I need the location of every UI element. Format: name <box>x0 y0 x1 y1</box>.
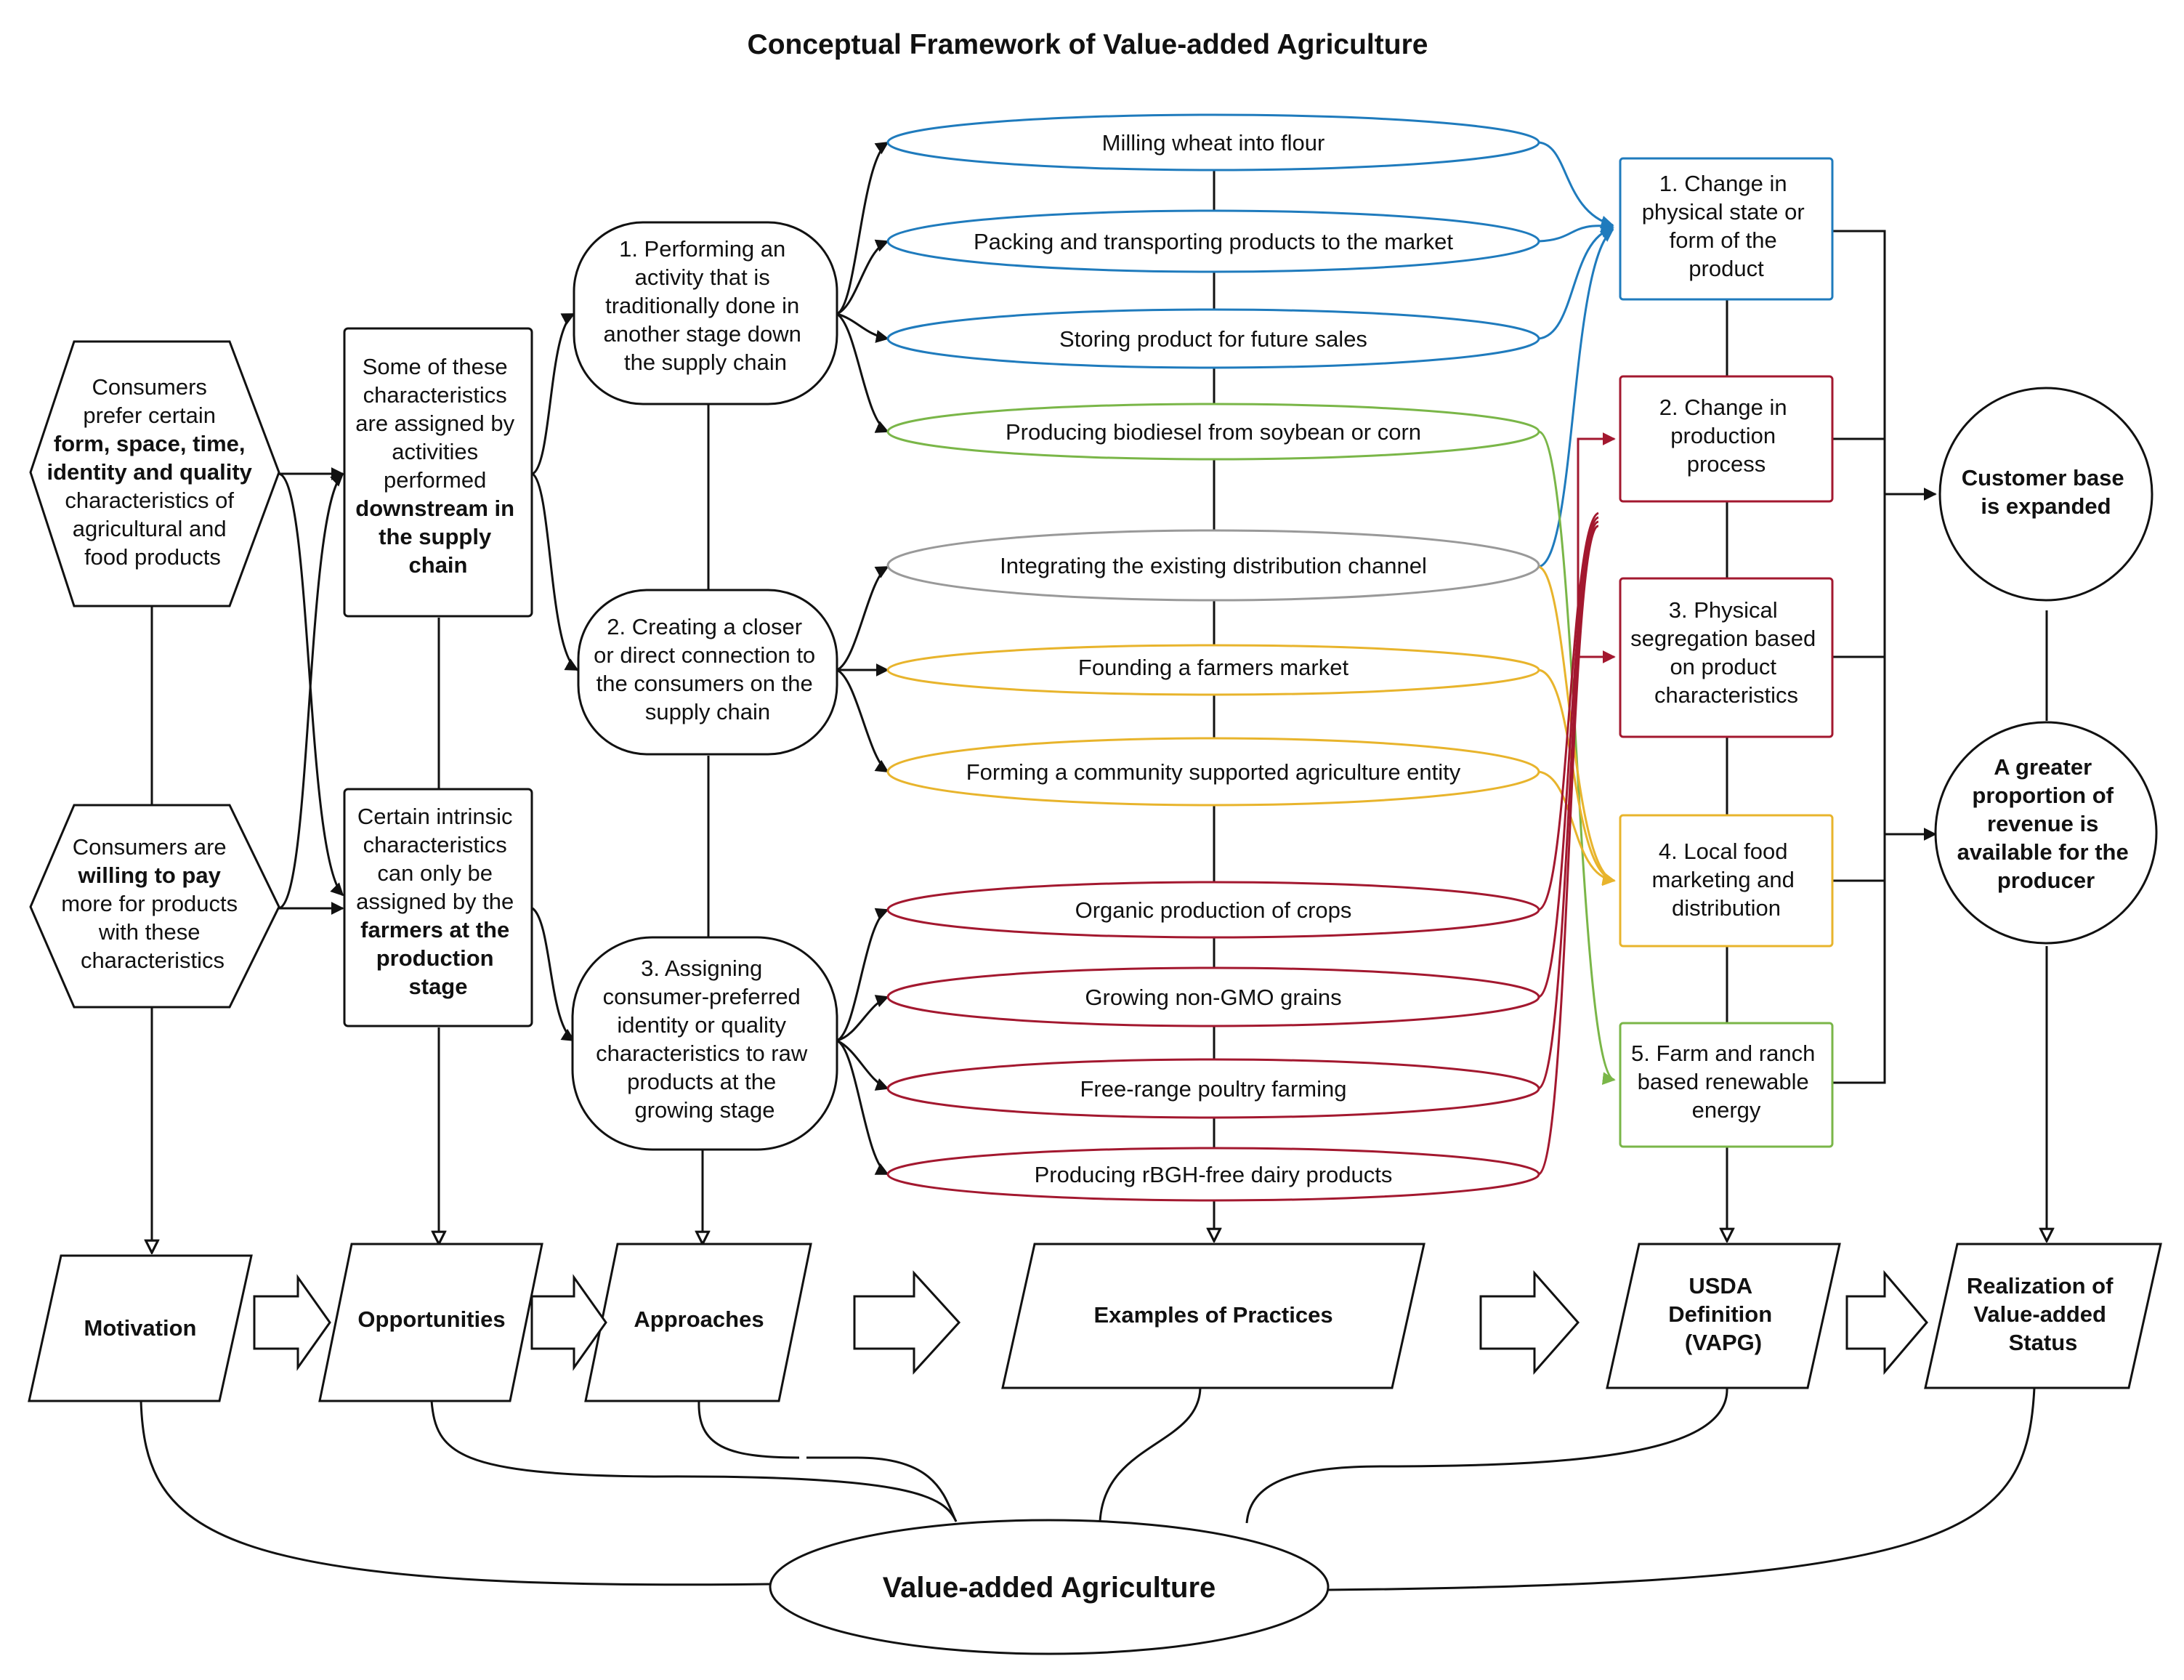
svg-text:Milling wheat into flour: Milling wheat into flour <box>1102 130 1325 156</box>
svg-text:3. Physical segregation: 3. Physical segregation based on product… <box>1630 597 1822 708</box>
hexagon-text: Consumers prefer certain form, space, ti… <box>46 374 258 570</box>
box-text: Certain intrinsic characteristics can on… <box>356 804 520 999</box>
category-usda-definition: USDA Definition (VAPG) <box>1606 1243 1841 1389</box>
category-approaches: Approaches <box>584 1243 812 1402</box>
approach-2-node: 2. Creating a closer or direct connectio… <box>577 589 838 756</box>
usda-box-5: 5. Farm and ranch based renewable energy <box>1619 1022 1834 1148</box>
svg-text:Producing rBGH-free dairy prod: Producing rBGH-free dairy products <box>1035 1162 1393 1187</box>
category-opportunities: Opportunities <box>318 1243 543 1402</box>
approach-1-node: 1. Performing an activity that is tradit… <box>573 221 838 405</box>
svg-text:Growing non-GMO grains: Growing non-GMO grains <box>1085 985 1341 1010</box>
flow-arrow-icon <box>1479 1270 1580 1375</box>
svg-text:1. Change in physical st: 1. Change in physical state or form of t… <box>1642 171 1811 281</box>
category-realization: Realization of Value-added Status <box>1924 1243 2162 1389</box>
usda-box-1: 1. Change in physical state or form of t… <box>1619 157 1834 301</box>
motivation-pay-hexagon: Consumers are willing to pay more for pr… <box>29 804 280 1009</box>
svg-text:4. Local food marketing: 4. Local food marketing and distribution <box>1651 839 1800 921</box>
svg-text:Realization of Value-add: Realization of Value-added Status <box>1967 1273 2119 1355</box>
colored-connectors <box>1538 141 1616 1176</box>
usda-box-2: 2. Change in production process <box>1619 375 1834 503</box>
opportunity-intrinsic-box: Certain intrinsic characteristics can on… <box>343 788 533 1027</box>
practice-storing: Storing product for future sales <box>886 308 1540 369</box>
category-examples-of-practices: Examples of Practices <box>1001 1243 1425 1389</box>
hexagon-text: Consumers are willing to pay more for pr… <box>61 834 244 973</box>
approach-text: 3. Assigning consumer-preferred identity… <box>596 956 814 1123</box>
svg-text:Storing product for future sal: Storing product for future sales <box>1059 326 1367 352</box>
svg-text:Organic production of crops: Organic production of crops <box>1075 897 1352 923</box>
approach-3-node: 3. Assigning consumer-preferred identity… <box>571 936 838 1151</box>
category-motivation: Motivation <box>28 1254 253 1402</box>
outcome-customer-base: Customer base is expanded <box>1938 387 2153 602</box>
practice-packing: Packing and transporting products to the… <box>886 209 1540 273</box>
practice-free-range: Free-range poultry farming <box>886 1058 1540 1119</box>
opportunity-downstream-box: Some of these characteristics are assign… <box>343 327 533 618</box>
svg-text:Founding a farmers market: Founding a farmers market <box>1078 655 1349 680</box>
box-text: Some of these characteristics are assign… <box>355 354 521 578</box>
usda-box-4: 4. Local food marketing and distribution <box>1619 814 1834 948</box>
practice-non-gmo: Growing non-GMO grains <box>886 966 1540 1027</box>
flow-arrows <box>253 1269 1928 1376</box>
svg-text:Free-range poultry farming: Free-range poultry farming <box>1080 1076 1347 1102</box>
svg-text:USDA Definition (V: USDA Definition (VAPG) <box>1668 1273 1779 1355</box>
svg-text:A greater proportion of: A greater proportion of revenue is avail… <box>1957 754 2135 893</box>
flow-arrow-icon <box>530 1274 607 1371</box>
svg-text:Examples of Practices: Examples of Practices <box>1093 1302 1332 1328</box>
flow-arrow-icon <box>253 1274 331 1371</box>
practice-rbgh-free: Producing rBGH-free dairy products <box>886 1147 1540 1202</box>
svg-text:2. Change in production: 2. Change in production process <box>1659 395 1793 477</box>
svg-text:5. Farm and ranch based: 5. Farm and ranch based renewable energy <box>1631 1041 1821 1123</box>
practice-biodiesel: Producing biodiesel from soybean or corn <box>886 403 1540 461</box>
practice-csa: Forming a community supported agricultur… <box>886 737 1540 807</box>
flow-arrow-icon <box>1845 1269 1928 1376</box>
approach-text: 1. Performing an activity that is tradit… <box>604 236 808 375</box>
practice-farmers-market: Founding a farmers market <box>886 644 1540 696</box>
outcome-revenue: A greater proportion of revenue is avail… <box>1934 721 2158 945</box>
diagram-title: Conceptual Framework of Value-added Agri… <box>748 29 1428 60</box>
practices-column: Milling wheat into flour Packing and tra… <box>886 113 1540 1202</box>
svg-text:Packing and transporting produ: Packing and transporting products to the… <box>974 229 1453 254</box>
svg-text:Producing biodiesel from soybe: Producing biodiesel from soybean or corn <box>1006 419 1421 445</box>
svg-text:Approaches: Approaches <box>634 1307 764 1332</box>
svg-text:Forming a community supported: Forming a community supported agricultur… <box>966 759 1461 785</box>
flow-arrow-icon <box>853 1270 961 1375</box>
svg-text:Customer base is expande: Customer base is expanded <box>1962 465 2131 519</box>
motivation-prefer-hexagon: Consumers prefer certain form, space, ti… <box>29 340 280 607</box>
practice-integrating: Integrating the existing distribution ch… <box>886 529 1540 602</box>
practice-organic: Organic production of crops <box>886 881 1540 939</box>
approach-text: 2. Creating a closer or direct connectio… <box>594 614 822 724</box>
svg-text:Opportunities: Opportunities <box>357 1307 505 1332</box>
practice-milling: Milling wheat into flour <box>886 113 1540 171</box>
svg-text:Integrating the existing distr: Integrating the existing distribution ch… <box>1000 553 1427 578</box>
value-added-agriculture-node: Value-added Agriculture <box>769 1519 1330 1655</box>
usda-box-3: 3. Physical segregation based on product… <box>1619 577 1834 738</box>
svg-text:Motivation: Motivation <box>84 1315 197 1341</box>
svg-text:Value-added Agriculture: Value-added Agriculture <box>883 1572 1216 1604</box>
